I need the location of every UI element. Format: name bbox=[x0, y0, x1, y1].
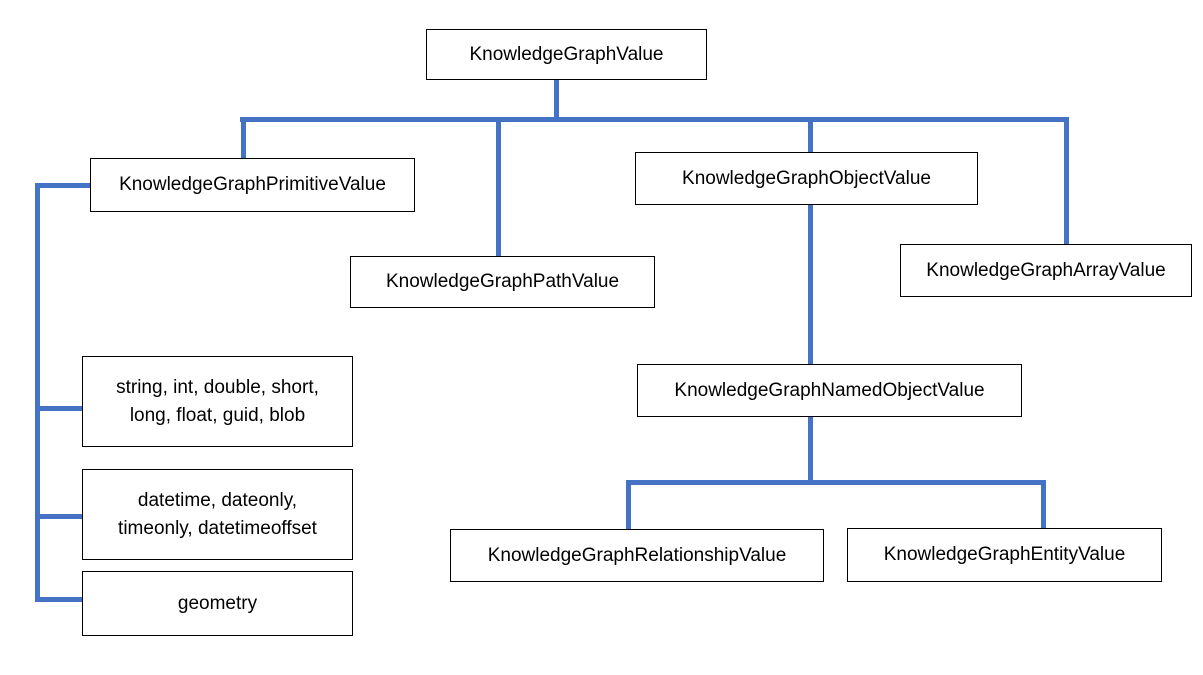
node-knowledge-graph-object-value: KnowledgeGraphObjectValue bbox=[635, 152, 978, 205]
connector-stub-scalar-types bbox=[35, 406, 82, 411]
node-knowledge-graph-path-value: KnowledgeGraphPathValue bbox=[350, 256, 655, 308]
node-knowledge-graph-primitive-value: KnowledgeGraphPrimitiveValue bbox=[90, 158, 415, 212]
connector-drop-path bbox=[496, 117, 501, 256]
connector-level1-trunk bbox=[240, 117, 1069, 122]
connector-stub-datetime-types bbox=[35, 514, 82, 519]
connector-level2-trunk bbox=[626, 480, 1046, 485]
connector-primitive-children-spine bbox=[35, 183, 40, 602]
node-knowledge-graph-array-value: KnowledgeGraphArrayValue bbox=[900, 244, 1192, 297]
connector-stub-primitive bbox=[35, 183, 90, 188]
node-knowledge-graph-named-object-value: KnowledgeGraphNamedObjectValue bbox=[637, 364, 1022, 417]
node-primitive-scalar-types: string, int, double, short, long, float,… bbox=[82, 356, 353, 447]
node-knowledge-graph-relationship-value: KnowledgeGraphRelationshipValue bbox=[450, 529, 824, 582]
node-primitive-datetime-types: datetime, dateonly, timeonly, datetimeof… bbox=[82, 469, 353, 560]
connector-drop-array bbox=[1064, 117, 1069, 244]
connector-drop-primitive bbox=[241, 117, 246, 158]
connector-stub-geometry bbox=[35, 597, 82, 602]
connector-drop-object bbox=[808, 117, 813, 152]
node-knowledge-graph-value: KnowledgeGraphValue bbox=[426, 29, 707, 80]
node-knowledge-graph-entity-value: KnowledgeGraphEntityValue bbox=[847, 528, 1162, 582]
connector-object-to-named bbox=[808, 205, 813, 364]
connector-drop-relationship bbox=[626, 480, 631, 529]
node-primitive-geometry-type: geometry bbox=[82, 571, 353, 636]
connector-named-stem bbox=[808, 417, 813, 485]
connector-drop-entity bbox=[1041, 480, 1046, 528]
connector-root-stem bbox=[554, 80, 559, 122]
